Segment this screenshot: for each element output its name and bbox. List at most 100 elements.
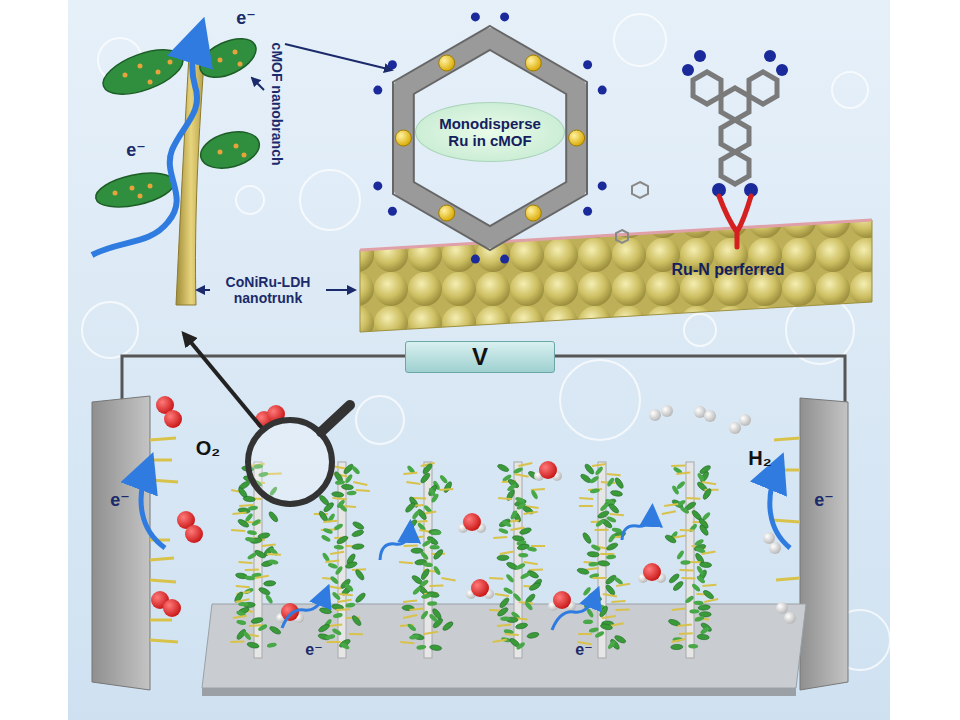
nitrogen-atom xyxy=(471,12,480,21)
hydrogen-molecule xyxy=(729,422,741,434)
leaf xyxy=(245,537,255,543)
nitrogen-atom xyxy=(471,255,480,264)
rod xyxy=(333,498,347,499)
leaf xyxy=(577,567,590,575)
leaf xyxy=(606,554,616,559)
rod xyxy=(406,482,420,484)
leaf xyxy=(432,548,444,560)
rod xyxy=(235,599,249,602)
leaf xyxy=(237,518,250,529)
rod xyxy=(702,585,716,586)
leaf xyxy=(530,489,539,500)
leaf xyxy=(524,601,534,611)
leaf xyxy=(527,632,540,640)
electron-arrow xyxy=(552,594,596,630)
rod xyxy=(679,632,693,635)
leaf xyxy=(696,472,705,483)
leaf xyxy=(339,642,350,651)
leaf xyxy=(676,550,685,561)
annotation-label: e⁻ xyxy=(575,641,592,659)
leaf xyxy=(509,509,518,520)
leaf xyxy=(319,607,332,615)
leaf xyxy=(352,543,364,549)
leaf xyxy=(607,533,616,544)
nanobranch-leaves xyxy=(93,31,264,213)
nitrogen-atom xyxy=(373,86,382,95)
rod xyxy=(336,608,350,611)
hydrogen-molecule xyxy=(784,612,796,624)
rod xyxy=(616,584,630,586)
leaf xyxy=(515,622,528,630)
leaf xyxy=(411,510,421,521)
rod xyxy=(524,562,538,564)
rod xyxy=(671,465,685,467)
leader-line xyxy=(197,289,210,291)
leaf xyxy=(251,518,262,527)
rod xyxy=(410,537,424,539)
leaf xyxy=(341,484,353,490)
rod xyxy=(495,594,509,596)
leaf xyxy=(594,466,604,476)
leaf xyxy=(505,573,515,583)
leaf xyxy=(680,560,690,565)
oxygen-molecule xyxy=(163,599,181,617)
leaf xyxy=(519,527,532,536)
ru-atom xyxy=(525,205,541,221)
nitrogen-atom xyxy=(500,255,509,264)
nitrogen-atom xyxy=(598,86,607,95)
leaf xyxy=(512,592,522,602)
rod xyxy=(403,615,417,618)
leaf xyxy=(671,644,683,650)
leaf xyxy=(269,625,282,635)
node-text: V xyxy=(472,343,488,371)
rod xyxy=(531,489,545,490)
rod xyxy=(662,511,676,514)
leaf xyxy=(608,503,620,515)
rod xyxy=(610,514,624,515)
leaf xyxy=(327,562,338,569)
leaf xyxy=(590,488,601,494)
rod xyxy=(531,545,545,547)
rod xyxy=(664,504,678,506)
slab-edge xyxy=(360,220,872,250)
annotation-label: e⁻ xyxy=(126,140,146,161)
leaf xyxy=(439,474,449,484)
hydrogen-molecule xyxy=(704,410,716,422)
leaf xyxy=(409,634,420,641)
rod xyxy=(400,642,414,643)
leaf xyxy=(584,463,596,476)
cmof-ring xyxy=(373,12,606,263)
rod xyxy=(442,578,456,581)
leaf xyxy=(698,524,709,537)
leaf xyxy=(354,568,365,581)
ru-atom xyxy=(525,55,541,71)
leaf xyxy=(412,586,422,596)
leaf xyxy=(520,572,531,580)
rod xyxy=(518,463,532,466)
ru-n-bond xyxy=(719,196,751,247)
cathode-plate xyxy=(800,398,848,690)
leaf xyxy=(515,641,526,651)
leaf xyxy=(243,496,255,502)
rod xyxy=(424,632,438,634)
rod xyxy=(267,553,281,556)
rod xyxy=(524,512,538,514)
rod xyxy=(325,560,339,562)
leaf xyxy=(442,620,455,631)
leaf xyxy=(351,529,364,538)
leaf xyxy=(334,545,344,550)
wire-core xyxy=(686,462,694,658)
magnifier-handle xyxy=(321,405,350,432)
leader-line xyxy=(252,78,264,90)
leaf xyxy=(245,576,255,581)
rod xyxy=(610,623,624,626)
rod xyxy=(236,586,250,587)
framework-outer xyxy=(393,26,587,250)
leaf xyxy=(588,562,598,567)
leaf xyxy=(247,641,260,649)
rod xyxy=(682,577,696,580)
rod xyxy=(515,474,529,477)
rod xyxy=(500,551,514,554)
leaf xyxy=(318,623,331,634)
leaf xyxy=(265,594,274,605)
